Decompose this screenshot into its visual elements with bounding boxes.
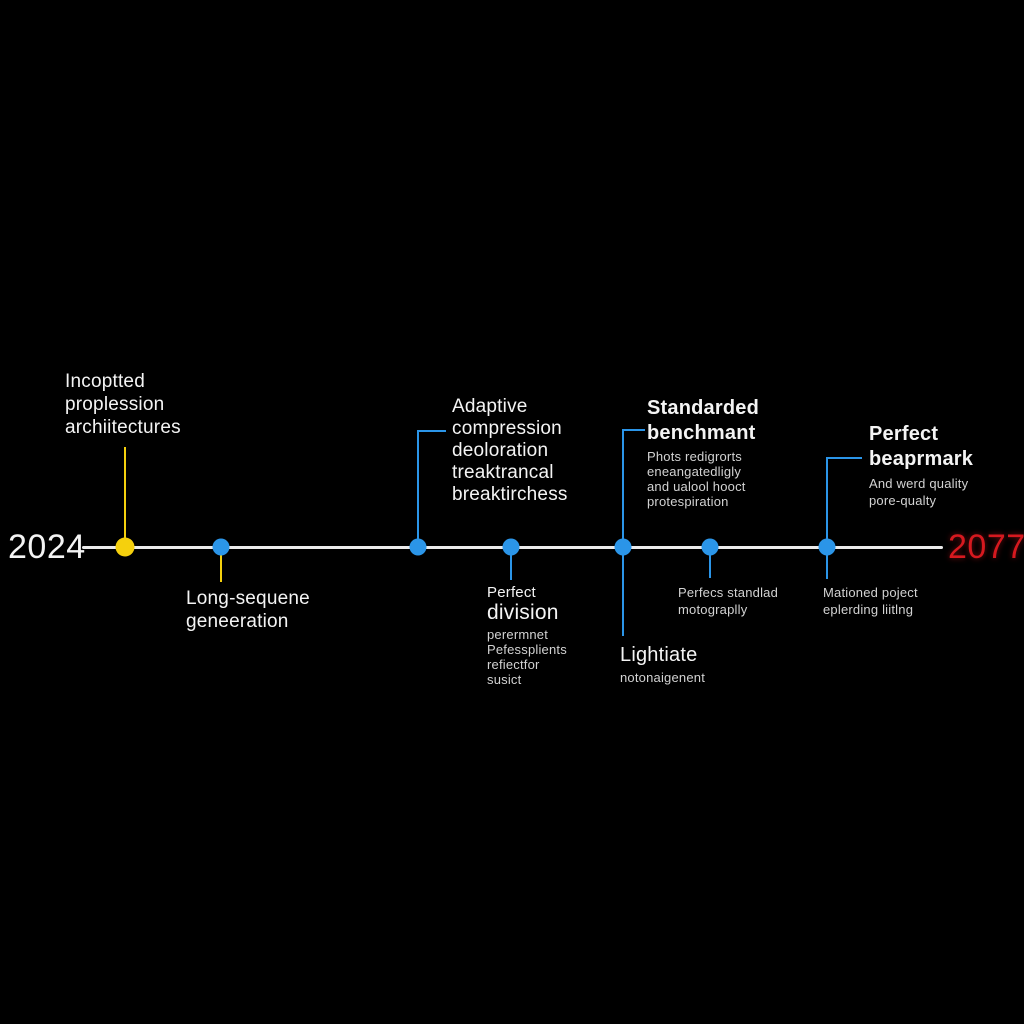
event-detail-line: eneangatedligly xyxy=(647,464,742,479)
event-detail-line: susict xyxy=(487,672,522,687)
event-detail-line: and ualool hooct xyxy=(647,479,746,494)
event-title-line: compression xyxy=(452,418,562,439)
connector-e6-down xyxy=(709,552,711,578)
connector-e7-down xyxy=(826,552,828,579)
event-detail-block: perermnet Pefessplients refiectfor susic… xyxy=(487,627,567,687)
event-label-standarded-benchmant: Standarded benchmant Phots redigrorts en… xyxy=(647,396,759,509)
event-label-perfect-division: Perfect division perermnet Pefessplients… xyxy=(487,584,567,687)
event-detail-line: Mationed poject xyxy=(823,585,918,600)
event-title-line: benchmant xyxy=(647,422,756,444)
event-title-line: Incoptted xyxy=(65,371,145,392)
event-dot-7 xyxy=(818,538,836,556)
event-title-line: Standarded xyxy=(647,397,760,419)
event-dot-3 xyxy=(409,538,427,556)
connector-e5-down xyxy=(622,552,624,636)
event-detail-block: And werd quality pore-qualty xyxy=(869,475,973,509)
connector-e3-elbow xyxy=(417,430,446,432)
connector-e1-up xyxy=(124,447,126,547)
event-detail-line: refiectfor xyxy=(487,657,540,672)
connector-e3-up xyxy=(417,430,419,547)
event-label-mationed-poject: Mationed poject eplerding liitlng xyxy=(823,584,918,618)
event-label-long-sequene: Long-sequene geneeration xyxy=(186,587,310,633)
event-label-incoptted: Incoptted proplession archiitectures xyxy=(65,370,181,439)
event-detail-block: Mationed poject eplerding liitlng xyxy=(823,584,918,618)
event-detail-line: And werd quality xyxy=(869,476,969,491)
event-dot-1 xyxy=(115,537,135,557)
event-title-line: archiitectures xyxy=(65,417,181,438)
event-title-line: division xyxy=(487,601,559,624)
event-detail-line: notonaigenent xyxy=(620,670,706,685)
event-detail-block: notonaigenent xyxy=(620,670,705,685)
event-title-line: Adaptive xyxy=(452,396,528,417)
connector-e4-down xyxy=(510,552,512,580)
event-title-line: proplession xyxy=(65,394,165,415)
event-label-lightiate: Lightiate notonaigenent xyxy=(620,644,705,685)
event-title-line: Perfect xyxy=(869,423,939,445)
event-title-line: Long-sequene xyxy=(186,588,310,609)
event-detail-line: motograplly xyxy=(678,602,748,617)
year-start-label: 2024 xyxy=(8,528,86,566)
event-detail-line: eplerding liitlng xyxy=(823,602,914,617)
event-detail-block: Phots redigrorts eneangatedligly and ual… xyxy=(647,449,759,509)
event-detail-line: pore-qualty xyxy=(869,493,937,508)
event-label-adaptive: Adaptive compression deoloration treaktr… xyxy=(452,396,568,506)
event-dot-2 xyxy=(212,538,230,556)
event-title-line: breaktirchess xyxy=(452,484,568,505)
event-title-line: Perfect xyxy=(487,584,536,601)
event-dot-5 xyxy=(614,538,632,556)
event-dot-4 xyxy=(502,538,520,556)
event-detail-line: Pefessplients xyxy=(487,642,567,657)
connector-e2-down xyxy=(220,552,222,582)
connector-e7-elbow xyxy=(826,457,862,459)
event-title-line: Lightiate xyxy=(620,644,698,666)
event-dot-6 xyxy=(701,538,719,556)
connector-e7-up xyxy=(826,457,828,547)
event-title-line: beaprmark xyxy=(869,448,974,470)
event-title-line: treaktrancal xyxy=(452,462,554,483)
event-detail-line: Phots redigrorts xyxy=(647,449,742,464)
connector-e5-elbow xyxy=(622,429,645,431)
event-detail-line: Perfecs standlad xyxy=(678,585,779,600)
event-detail-line: perermnet xyxy=(487,627,549,642)
event-label-perfect-beaprmark: Perfect beaprmark And werd quality pore-… xyxy=(869,422,973,509)
event-detail-line: protespiration xyxy=(647,494,729,509)
connector-e5-up xyxy=(622,429,624,547)
event-title-line: deoloration xyxy=(452,440,549,461)
event-detail-block: Perfecs standlad motograplly xyxy=(678,584,778,618)
event-label-perfecs-standlad: Perfecs standlad motograplly xyxy=(678,584,778,618)
event-title-line: geneeration xyxy=(186,611,289,632)
year-end-label: 2077 xyxy=(948,528,1024,566)
